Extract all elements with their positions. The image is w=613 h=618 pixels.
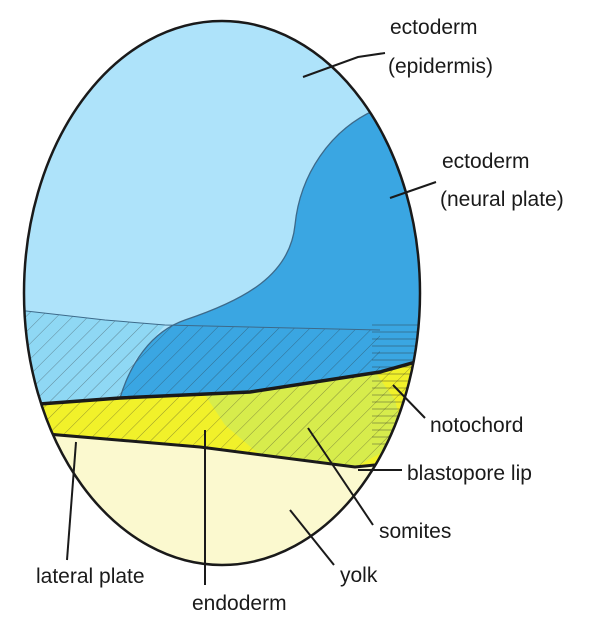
label-lateral-plate: lateral plate xyxy=(36,565,145,588)
label-ectoderm-epidermis-2: (epidermis) xyxy=(388,55,493,78)
label-ectoderm-neural-2: (neural plate) xyxy=(440,188,564,211)
label-endoderm: endoderm xyxy=(192,592,287,615)
notochord-region xyxy=(372,320,432,450)
label-yolk: yolk xyxy=(340,564,378,587)
label-notochord: notochord xyxy=(430,414,523,437)
label-ectoderm-neural-1: ectoderm xyxy=(442,150,530,173)
label-blastopore-lip: blastopore lip xyxy=(407,462,532,485)
label-somites: somites xyxy=(379,520,451,543)
label-ectoderm-epidermis-1: ectoderm xyxy=(390,16,478,39)
